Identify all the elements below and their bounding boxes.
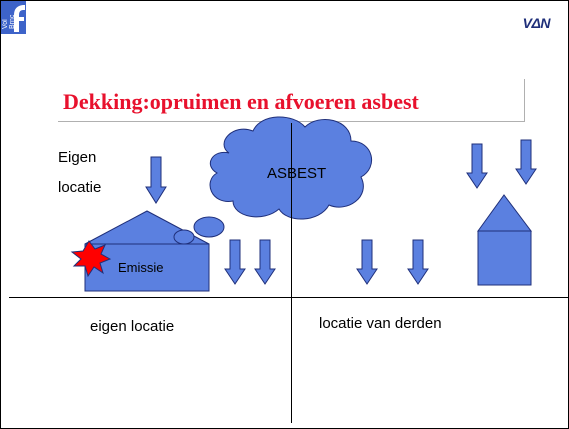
emission-burst-icon (70, 240, 112, 278)
arrow-down-icon (407, 239, 429, 285)
arrow-down-icon (515, 139, 537, 185)
house-left (84, 210, 210, 292)
vertical-divider (291, 123, 292, 423)
brand-logo: VΔN (522, 15, 551, 31)
asbest-cloud (209, 116, 372, 220)
left-logo: Vol Brnc (1, 1, 26, 34)
house-right (477, 194, 532, 286)
arrow-down-icon (224, 239, 246, 285)
cloud-label: ASBEST (267, 165, 327, 182)
arrows (145, 139, 537, 285)
label-eigen-locatie: eigen locatie (90, 318, 175, 335)
horizontal-divider (9, 297, 568, 298)
emissie-label: Emissie (118, 260, 164, 275)
cloud-puffs (173, 216, 225, 245)
label-eigen: Eigen (58, 149, 97, 166)
logo-f-icon (14, 5, 25, 32)
label-locatie: locatie (58, 179, 102, 196)
arrow-down-icon (466, 143, 488, 189)
slide-title: Dekking:opruimen en afvoeren asbest (63, 89, 419, 114)
label-locatie-van-derden: locatie van derden (319, 315, 442, 332)
slide-header: Vol Brnc VΔN (1, 1, 568, 37)
arrow-down-icon (254, 239, 276, 285)
arrow-down-icon (145, 156, 167, 204)
arrow-down-icon (356, 239, 378, 285)
